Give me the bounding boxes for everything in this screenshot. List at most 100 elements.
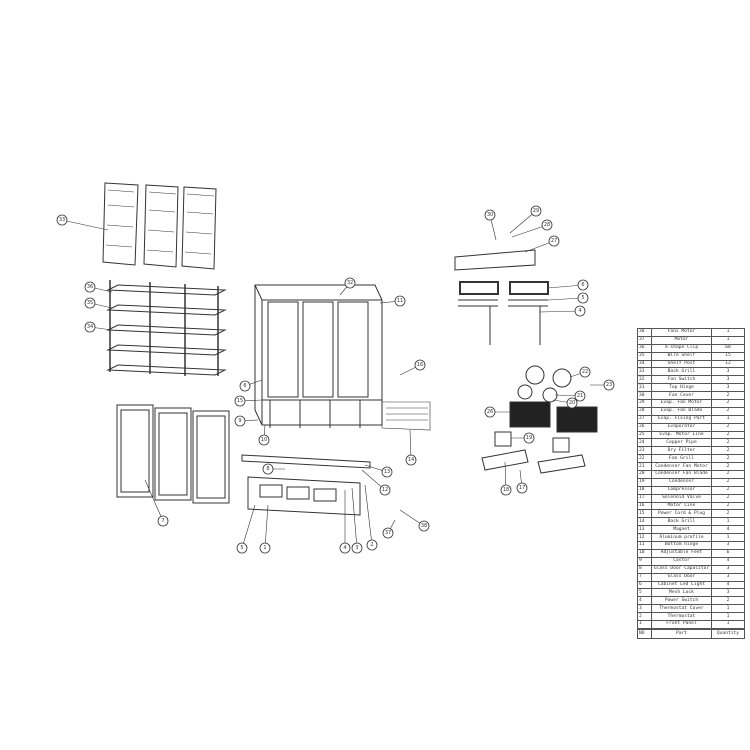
callout-number: 6: [581, 282, 584, 288]
cell-no: 29: [637, 399, 652, 408]
cell-no: 30: [637, 391, 652, 401]
cell-qty: 2: [711, 477, 745, 487]
callout-number: 3: [355, 545, 358, 551]
refrigeration-unit: [454, 249, 598, 474]
callout-33: 33: [56, 214, 109, 231]
callout-number: 35: [87, 300, 93, 306]
cell-qty: 2: [711, 470, 745, 479]
cell-qty: 3: [711, 383, 745, 393]
cell-part: Fans Motor: [651, 328, 712, 337]
callout-circle: [84, 321, 96, 333]
callout-number: 4: [343, 545, 346, 551]
callout-circle: [258, 434, 270, 446]
cell-no: 34: [637, 359, 652, 369]
callout-4: 4: [339, 490, 351, 554]
cabinet: [254, 284, 431, 431]
callout-21: 21: [554, 390, 586, 402]
cell-qty: 2: [711, 454, 745, 464]
callout-circle: [541, 219, 553, 231]
cell-no: 25: [637, 430, 652, 440]
callout-circle: [579, 366, 591, 378]
callout-4: 4: [539, 305, 586, 317]
callout-number: 16: [417, 362, 423, 368]
callout-35: 35: [84, 297, 113, 309]
callout-7: 7: [144, 479, 169, 527]
cell-no: 2: [637, 612, 652, 621]
cell-qty: 2: [711, 391, 745, 401]
callout-circle: [566, 397, 578, 409]
cell-part: Condenser: [651, 477, 712, 487]
cell-qty: 2: [711, 430, 745, 440]
callout-circle: [56, 214, 68, 226]
cell-part: Castor: [651, 556, 712, 566]
callout-circle: [262, 463, 274, 475]
cell-part: Power Cord & Plug: [651, 509, 712, 519]
cell-no: 26: [637, 422, 652, 432]
cell-no: 1: [637, 619, 652, 630]
cell-no: 23: [637, 446, 652, 456]
cell-no: 15: [637, 509, 652, 519]
callout-number: 2: [370, 542, 373, 548]
leader-line: [511, 224, 548, 238]
callout-circle: [157, 515, 169, 527]
callout-number: 12: [382, 487, 388, 493]
leader-line: [547, 297, 584, 301]
cell-no: 24: [637, 438, 652, 448]
cell-part: Back Grill: [651, 367, 712, 377]
callout-8: 8: [262, 463, 285, 475]
callout-38: 38: [399, 509, 430, 532]
glass-doors: [116, 404, 230, 504]
cell-part: Condenser Fan Blade: [651, 470, 712, 479]
callout-circle: [414, 359, 426, 371]
callout-34: 34: [84, 321, 113, 333]
front-panel: [241, 454, 371, 516]
callout-circle: [574, 305, 586, 317]
cell-qty: 2: [711, 493, 745, 503]
callout-circle: [84, 281, 96, 293]
callout-number: 13: [384, 469, 390, 475]
leader-line: [547, 284, 584, 289]
cell-qty: 60: [711, 343, 745, 353]
cell-qty: 1: [711, 328, 745, 337]
cell-qty: 4: [711, 580, 745, 590]
callout-number: 33: [59, 217, 65, 223]
callout-number: 18: [503, 487, 509, 493]
cell-qty: 3: [711, 367, 745, 377]
callout-6: 6: [239, 379, 263, 392]
cell-qty: 2: [711, 485, 745, 495]
back-grill-panels: [102, 182, 217, 270]
cell-qty: 1: [711, 414, 745, 424]
callout-circle: [516, 482, 528, 494]
callout-16: 16: [399, 359, 426, 376]
callout-circle: [577, 292, 589, 304]
callout-circle: [574, 390, 586, 402]
cell-no: 7: [637, 572, 652, 582]
callout-number: 8: [266, 466, 269, 472]
callout-circle: [234, 415, 246, 427]
callout-number: 23: [606, 382, 612, 388]
callout-number: 36: [87, 284, 93, 290]
callout-number: 11: [397, 298, 403, 304]
callout-29: 29: [509, 205, 542, 234]
callout-number: 17: [519, 485, 525, 491]
cell-part: Glass Door: [651, 572, 712, 582]
cell-part: Thermostat Cover: [651, 604, 712, 614]
callout-12: 12: [361, 469, 391, 496]
cell-qty: 2: [711, 422, 745, 432]
callout-circle: [259, 542, 271, 554]
cell-no: 16: [637, 501, 652, 511]
